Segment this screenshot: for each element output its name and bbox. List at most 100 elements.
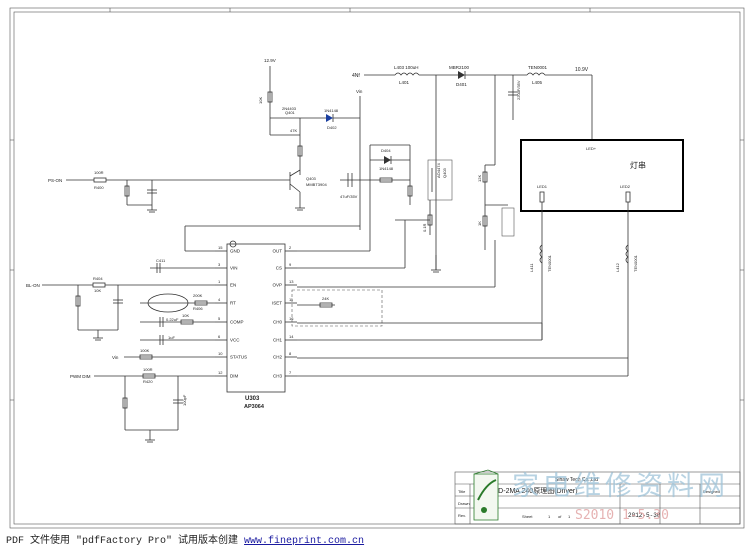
title-row-label-3: Rev. [458, 513, 466, 518]
pin-name: CH3 [273, 374, 282, 379]
net-vin-label: Vin [356, 89, 363, 94]
pin-name: VIN [230, 266, 238, 271]
sheet-border [9, 7, 745, 529]
cout-value: 220uF/35V [516, 80, 521, 100]
pin-number: 12 [218, 370, 223, 375]
pin-number: 1 [218, 279, 221, 284]
inductor-l403 [394, 72, 420, 76]
q401-ref: Q401 [285, 110, 296, 115]
pin-number: 11 [289, 297, 294, 302]
iset-dashed-box [291, 289, 383, 327]
net-ps-on-label: PS-ON [48, 178, 62, 183]
l412-ref: L412 [615, 262, 620, 272]
pin-number: 4 [218, 297, 221, 302]
title-row-label-1: Title [458, 489, 466, 494]
pin-name: CH1 [273, 338, 282, 343]
pin-number: 14 [289, 334, 294, 339]
net-pwm-dim-label: PWM DIM [70, 374, 91, 379]
lamp-string-box: 灯串 LED+ LED1 LED2 [520, 139, 684, 358]
c-dim-value: 100pF [182, 394, 187, 406]
d401-ref: D401 [456, 82, 467, 87]
l403-value: L403 100uH [394, 65, 419, 70]
l411-part: TEN0001 [547, 254, 552, 272]
title-company: Sihaw Tech Co.,Ltd [555, 477, 598, 483]
led1-label: LED1 [537, 184, 548, 189]
pin-number: 3 [218, 262, 221, 267]
r400-value: 100R [94, 170, 104, 175]
l405-part: TEN0001 [528, 65, 548, 70]
rt-ref: R406 [193, 306, 203, 311]
pin-number: 15 [218, 245, 223, 250]
rcs-value: 0.1R [422, 223, 427, 232]
border-ticks [10, 8, 744, 401]
vin-switch-section: 12.9V 10K 2N4403 Q401 1N4148 D402 Vin 47… [258, 58, 363, 230]
pin-name: ISET [272, 301, 282, 306]
pin-name: OUT [273, 249, 283, 254]
l403-tag: L401 [399, 80, 410, 85]
pin-name: RT [230, 301, 236, 306]
pin-number: 16 [289, 316, 294, 321]
r-iset-value: 24K [322, 296, 329, 301]
net-out-rail-label: 10.9V [575, 67, 589, 73]
q401-part: 2N4403 [282, 106, 297, 111]
r-status-value: 100K [140, 348, 150, 353]
title-sheet-label: Sheet [522, 514, 533, 519]
pin-name: STATUS [230, 355, 247, 360]
rt-value: 200K [193, 293, 203, 298]
pin-number: 7 [289, 370, 292, 375]
r403-label: 47K [290, 128, 297, 133]
pin-number: 10 [218, 351, 223, 356]
net-bl-on-label: BL-ON [26, 283, 40, 288]
ic-part: AP3064 [244, 404, 265, 410]
c-vin-label: C411 [156, 258, 166, 263]
q402-part: MMBT3904 [306, 182, 327, 187]
r-dim-value: 100R [143, 367, 153, 372]
pin-name: DIM [230, 374, 239, 379]
l412-part: TEN0001 [633, 254, 638, 272]
top-power-rail: 4Nf L403 100uH L401 MBR2100 D401 TEN0001… [352, 65, 593, 270]
title-row-label-2: Drawn [458, 501, 470, 506]
mosfet-part: AO4474 [436, 163, 441, 178]
d402-ref: D402 [327, 125, 337, 130]
title-date: 2012-5-30 [628, 512, 661, 519]
led2-label: LED2 [620, 184, 631, 189]
pin-name: OVP [272, 283, 282, 288]
footer-prefix: PDF 文件使用 "pdfFactory Pro" 试用版本创建 [6, 536, 245, 547]
cin-value: 47uF/35V [340, 194, 358, 199]
ic-left-pin: 4RT [215, 297, 236, 306]
c-comp-value: 0.22uF [166, 317, 179, 322]
pdf-footer: PDF 文件使用 "pdfFactory Pro" 试用版本创建 www.fin… [6, 531, 364, 547]
ovp-divider: 12K 1K [477, 164, 515, 250]
c-vcc-value: 1uF [168, 335, 175, 340]
l411-ref: L411 [529, 263, 534, 272]
pin-name: COMP [230, 320, 244, 325]
pin-number: 5 [218, 316, 221, 321]
ic-left-pin: 1EN [215, 279, 236, 288]
footer-link[interactable]: www.fineprint.com.cn [244, 536, 365, 547]
diode-d404-icon [384, 156, 391, 164]
title-sheet-total: 1 [568, 514, 571, 519]
watermark-text: 家电维修资料网 [512, 471, 729, 502]
net-4nf-label: 4Nf [352, 73, 360, 79]
pin-name: GND [230, 249, 241, 254]
pin-name: EN [230, 283, 236, 288]
r404-ref: R404 [93, 276, 103, 281]
mosfet-section: 47uF/35V D404 1N4148 AO4474 Q403 0.1R [340, 144, 453, 273]
d402-part: 1N4148 [324, 108, 339, 113]
d401-part: MBR2100 [449, 65, 470, 70]
ic-left-wiring: C411 BL-ON R404 10K 200K R406 0.22uF 10K… [26, 225, 360, 443]
net-vin-top-label: 12.9V [264, 58, 276, 63]
